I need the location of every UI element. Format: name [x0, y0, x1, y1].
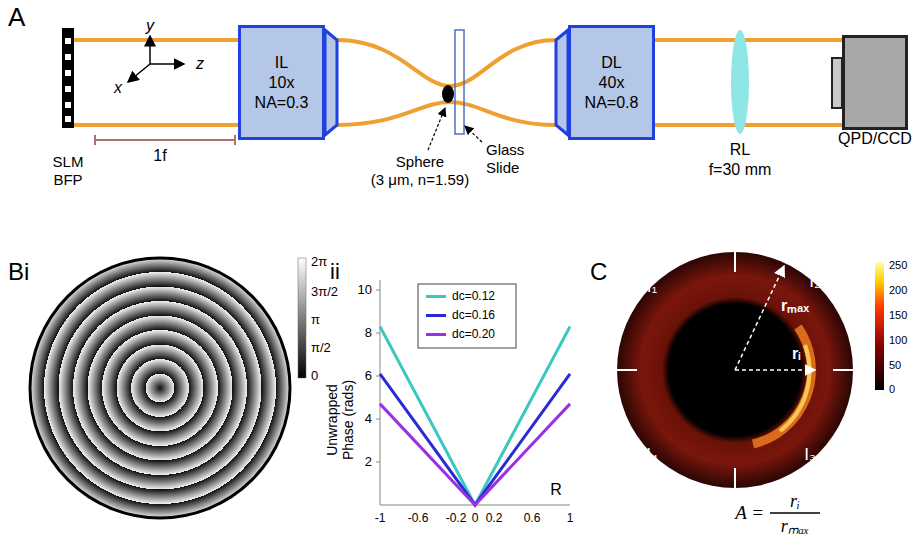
- tick-label: 4: [365, 412, 372, 427]
- colorbar-tick: 50: [889, 359, 901, 372]
- legend-text: dc=0.12: [452, 289, 495, 303]
- axis-title: Unwrapped Phase (rads): [324, 365, 356, 475]
- panel-letter: A: [8, 3, 25, 33]
- tick-label: 1: [567, 512, 574, 526]
- tick-label: -0.2: [446, 512, 467, 526]
- panel-letter: Bi: [8, 258, 29, 286]
- radius-label: rᵢ: [792, 345, 800, 363]
- plot-axes: [376, 280, 570, 505]
- part-label: SLM: [53, 153, 84, 170]
- objective-box: DL40xNA=0.8: [568, 25, 655, 140]
- part-label: Glass: [486, 141, 524, 158]
- camera-box: QPD/CCD: [842, 35, 908, 130]
- colorbar-tick: 250: [889, 259, 907, 272]
- colorbar-tick: 3π/2: [311, 285, 338, 300]
- radius-label: rₘₐₓ: [781, 297, 809, 315]
- axes-symbol: [128, 36, 184, 82]
- tick-label: 0.6: [524, 512, 541, 526]
- objective-nose: [325, 30, 337, 135]
- tick-label: 8: [365, 326, 372, 341]
- colorbar-tick: 150: [889, 309, 907, 322]
- legend-entry: dc=0.20: [426, 327, 495, 341]
- sphere: [442, 85, 454, 103]
- legend-swatch: [426, 333, 446, 336]
- tick-label: 0: [472, 512, 479, 526]
- part-label: Slide: [486, 159, 519, 176]
- objective-nose: [556, 30, 568, 135]
- tick-label: 10: [358, 283, 372, 298]
- glass-slide: [455, 30, 464, 134]
- legend-text: dc=0.16: [452, 308, 495, 322]
- fraction-bar: [770, 512, 820, 514]
- colorbar-tick: π: [311, 313, 320, 328]
- axis-label: y: [146, 17, 154, 35]
- part-label: BFP: [53, 171, 82, 188]
- colorbar-tick: 0: [889, 383, 895, 396]
- node-label: IL: [275, 53, 288, 73]
- relay-lens: [731, 30, 749, 134]
- formula-text: rᵢ: [790, 491, 800, 512]
- legend-box: [418, 284, 516, 348]
- colorbar: [875, 262, 884, 390]
- panel-letter: C: [590, 258, 607, 286]
- ring-highlight: [753, 327, 811, 444]
- legend-entry: dc=0.12: [426, 289, 495, 303]
- camera-front: [832, 58, 842, 108]
- quadrant-label: I₃: [804, 445, 816, 465]
- node-label: DL: [601, 53, 621, 73]
- quadrant-label: I₁: [647, 277, 657, 297]
- legend-text: dc=0.20: [452, 327, 495, 341]
- part-label: f=30 mm: [709, 161, 772, 179]
- quadrant-label: I₂: [809, 272, 820, 292]
- laser-beam: [74, 40, 842, 125]
- part-label: (3 μm, n=1.59): [371, 171, 469, 188]
- tick-label: 2: [365, 455, 372, 470]
- phase-curve: [380, 327, 570, 506]
- legend-entry: dc=0.16: [426, 308, 495, 322]
- node-label: 10x: [269, 73, 295, 93]
- tick-label: -1: [375, 512, 386, 526]
- node-label: NA=0.8: [585, 93, 639, 113]
- panel-letter: ii: [330, 259, 340, 284]
- axis-label: z: [196, 55, 204, 73]
- formula-text: A =: [735, 502, 764, 524]
- node-label: 40x: [599, 73, 625, 93]
- legend-swatch: [426, 295, 446, 298]
- ring-highlight: [780, 345, 810, 431]
- colorbar-tick: 2π: [311, 255, 327, 270]
- colorbar-tick: 100: [889, 334, 907, 347]
- tick-label: -0.6: [408, 512, 429, 526]
- phase-mask: [30, 258, 290, 518]
- part-label: Sphere: [396, 153, 444, 170]
- part-label: RL: [730, 141, 750, 159]
- colorbar-tick: 0: [311, 369, 318, 384]
- dimension: 1f: [153, 147, 166, 165]
- node-label: QPD/CCD: [838, 129, 912, 149]
- axis-label: x: [114, 79, 122, 97]
- radius-arrow: [735, 266, 815, 370]
- tick-label: 6: [365, 369, 372, 384]
- tick-label: 0.2: [486, 512, 503, 526]
- axis-title: R: [550, 481, 562, 499]
- colorbar-tick: 200: [889, 284, 907, 297]
- leader-line: [428, 108, 482, 150]
- node-label: NA=0.3: [255, 93, 309, 113]
- objective-box: IL10xNA=0.3: [238, 25, 325, 140]
- legend-swatch: [426, 314, 446, 317]
- colorbar-tick: π/2: [311, 341, 331, 356]
- formula-text: rₘₐₓ: [781, 516, 809, 537]
- quadrant-tick: [610, 245, 860, 495]
- quadrant-label: I₄: [646, 445, 658, 465]
- ring-image: [617, 252, 853, 488]
- distance-bracket: [95, 135, 235, 145]
- slm-bar: [62, 28, 74, 128]
- colorbar: [298, 258, 306, 378]
